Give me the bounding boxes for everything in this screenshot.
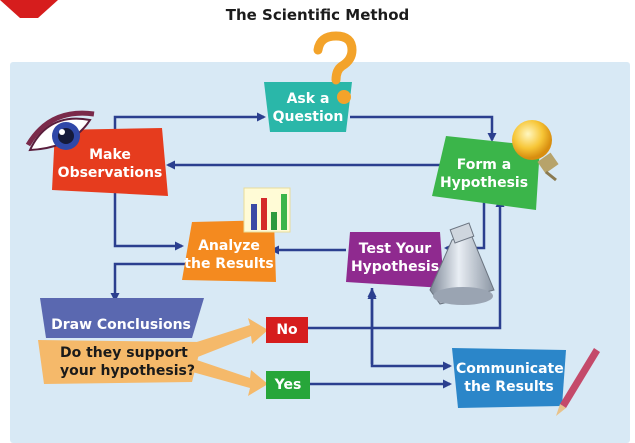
no-label: No xyxy=(276,322,298,338)
eye-icon xyxy=(25,110,95,152)
ask-question-box xyxy=(264,82,352,132)
question-mark-icon xyxy=(313,31,357,104)
pencil-icon xyxy=(556,348,600,416)
bar-chart-icon xyxy=(243,187,291,233)
make-observations-box xyxy=(52,128,168,196)
form-hypothesis-box xyxy=(432,136,540,210)
flask-icon xyxy=(429,222,495,305)
connectors xyxy=(110,112,505,389)
draw-conclusions-box xyxy=(40,298,204,338)
support-question-box xyxy=(38,340,202,384)
draw-conclusions-label: Draw Conclusions xyxy=(51,317,191,333)
branch-arrows xyxy=(178,318,268,396)
branch-arrow-yes xyxy=(178,356,268,396)
corner-marker-icon xyxy=(0,0,58,18)
page-title: The Scientific Method xyxy=(225,6,410,24)
analyze-results-box xyxy=(182,220,276,282)
arrow-communicate-to-test xyxy=(367,290,377,299)
branch-arrow-no xyxy=(178,318,268,362)
arrow-observe-to-analyze xyxy=(113,192,184,251)
yes-box xyxy=(266,371,310,399)
communicate-results-box xyxy=(452,348,566,408)
yes-label: Yes xyxy=(274,377,302,393)
no-box xyxy=(266,317,308,343)
arrow-analyze-to-conclusions xyxy=(110,262,192,302)
test-hypothesis-box xyxy=(346,232,444,288)
arrow-ask-to-hypothesis xyxy=(350,115,497,142)
lightbulb-icon xyxy=(512,120,559,182)
